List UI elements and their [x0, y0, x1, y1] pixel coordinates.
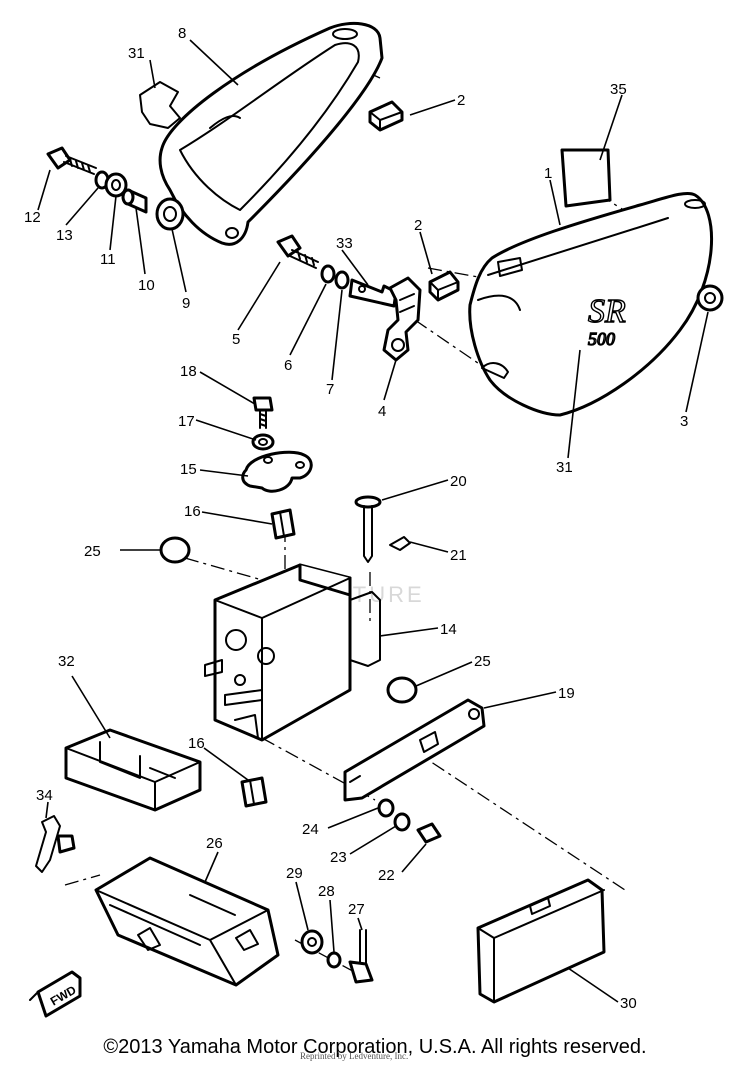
- cushion-16-top: [270, 508, 296, 540]
- label-35: [560, 148, 612, 208]
- callout-31: 31: [128, 45, 145, 62]
- callout-18: 18: [180, 363, 197, 380]
- damper-29: [300, 929, 324, 955]
- callout-8: 8: [178, 25, 186, 42]
- callout-13: 13: [56, 227, 73, 244]
- callout-3: 3: [680, 413, 688, 430]
- callout-9: 9: [182, 295, 190, 312]
- right-side-cover-1: SR 500: [468, 191, 713, 417]
- battery-band-32: [64, 728, 202, 812]
- damper-9: [155, 197, 185, 231]
- callout-30: 30: [620, 995, 637, 1012]
- fwd-arrow-icon: FWD: [29, 970, 82, 1018]
- cap-25-left: [159, 536, 191, 564]
- callout-7: 7: [326, 381, 334, 398]
- bolt-22: [416, 822, 442, 844]
- callout-10: 10: [138, 277, 155, 294]
- bolt-12: [46, 146, 97, 175]
- grommet-2-middle: [428, 270, 460, 302]
- cushion-16-bottom: [240, 776, 268, 808]
- tool-box-26: [94, 856, 280, 987]
- collar-11: [104, 172, 128, 198]
- reprint-note: Reprinted by Ledventure, Inc.: [300, 1051, 409, 1061]
- callout-24: 24: [302, 821, 319, 838]
- tool-kit-30: [476, 878, 606, 1004]
- clip-21: [389, 536, 411, 551]
- callout-25: 25: [84, 543, 101, 560]
- left-side-cover-8: [158, 21, 384, 246]
- grommet-2-top: [368, 100, 404, 132]
- washer-6: [320, 264, 336, 284]
- callout-5: 5: [232, 331, 240, 348]
- callout-2: 2: [457, 92, 465, 109]
- decal-500-text: 500: [588, 329, 615, 349]
- washer-17: [251, 433, 275, 451]
- callout-numbers: 31 8 2 35 1 12 13 11 10 9 33 2 5 6 7 4 3…: [24, 25, 688, 1012]
- bolt-5: [276, 234, 319, 269]
- bolt-18: [252, 396, 274, 429]
- copyright-notice: ©2013 Yamaha Motor Corporation, U.S.A. A…: [103, 1036, 647, 1058]
- callout-19: 19: [558, 685, 575, 702]
- pin-20: [354, 495, 382, 563]
- callout-1: 1: [544, 165, 552, 182]
- bracket-4: [382, 276, 422, 362]
- grommet-3: [696, 284, 724, 312]
- stay-19: [343, 698, 486, 802]
- callout-4: 4: [378, 403, 386, 420]
- callout-17: 17: [178, 413, 195, 430]
- washer-24: [377, 798, 395, 818]
- callout-31: 31: [556, 459, 573, 476]
- callout-16: 16: [188, 735, 205, 752]
- callout-23: 23: [330, 849, 347, 866]
- cap-25-right: [386, 676, 418, 704]
- callout-28: 28: [318, 883, 335, 900]
- callout-2: 2: [414, 217, 422, 234]
- callout-26: 26: [206, 835, 223, 852]
- callout-11: 11: [100, 251, 116, 268]
- callout-22: 22: [378, 867, 395, 884]
- callout-25: 25: [474, 653, 491, 670]
- callout-14: 14: [440, 621, 457, 638]
- callout-32: 32: [58, 653, 75, 670]
- callout-16: 16: [184, 503, 201, 520]
- washer-23: [393, 812, 411, 832]
- emblem-31: [139, 81, 181, 129]
- decal-sr-text: SR: [588, 293, 626, 330]
- clamp-15: [241, 450, 313, 493]
- callout-35: 35: [610, 81, 627, 98]
- callout-12: 12: [24, 209, 41, 226]
- bolt-27: [348, 929, 374, 984]
- callout-6: 6: [284, 357, 292, 374]
- callout-29: 29: [286, 865, 303, 882]
- callout-20: 20: [450, 473, 467, 490]
- battery-box-14: [204, 563, 381, 742]
- leader-lines: [37, 39, 709, 1003]
- washer-28: [326, 951, 342, 969]
- washer-7: [334, 270, 350, 290]
- spacer-10: [121, 188, 148, 214]
- callout-21: 21: [450, 547, 467, 564]
- clip-34: [35, 815, 76, 873]
- callout-27: 27: [348, 901, 365, 918]
- callout-33: 33: [336, 235, 353, 252]
- callout-15: 15: [180, 461, 197, 478]
- bracket-33: [348, 278, 398, 308]
- callout-34: 34: [36, 787, 53, 804]
